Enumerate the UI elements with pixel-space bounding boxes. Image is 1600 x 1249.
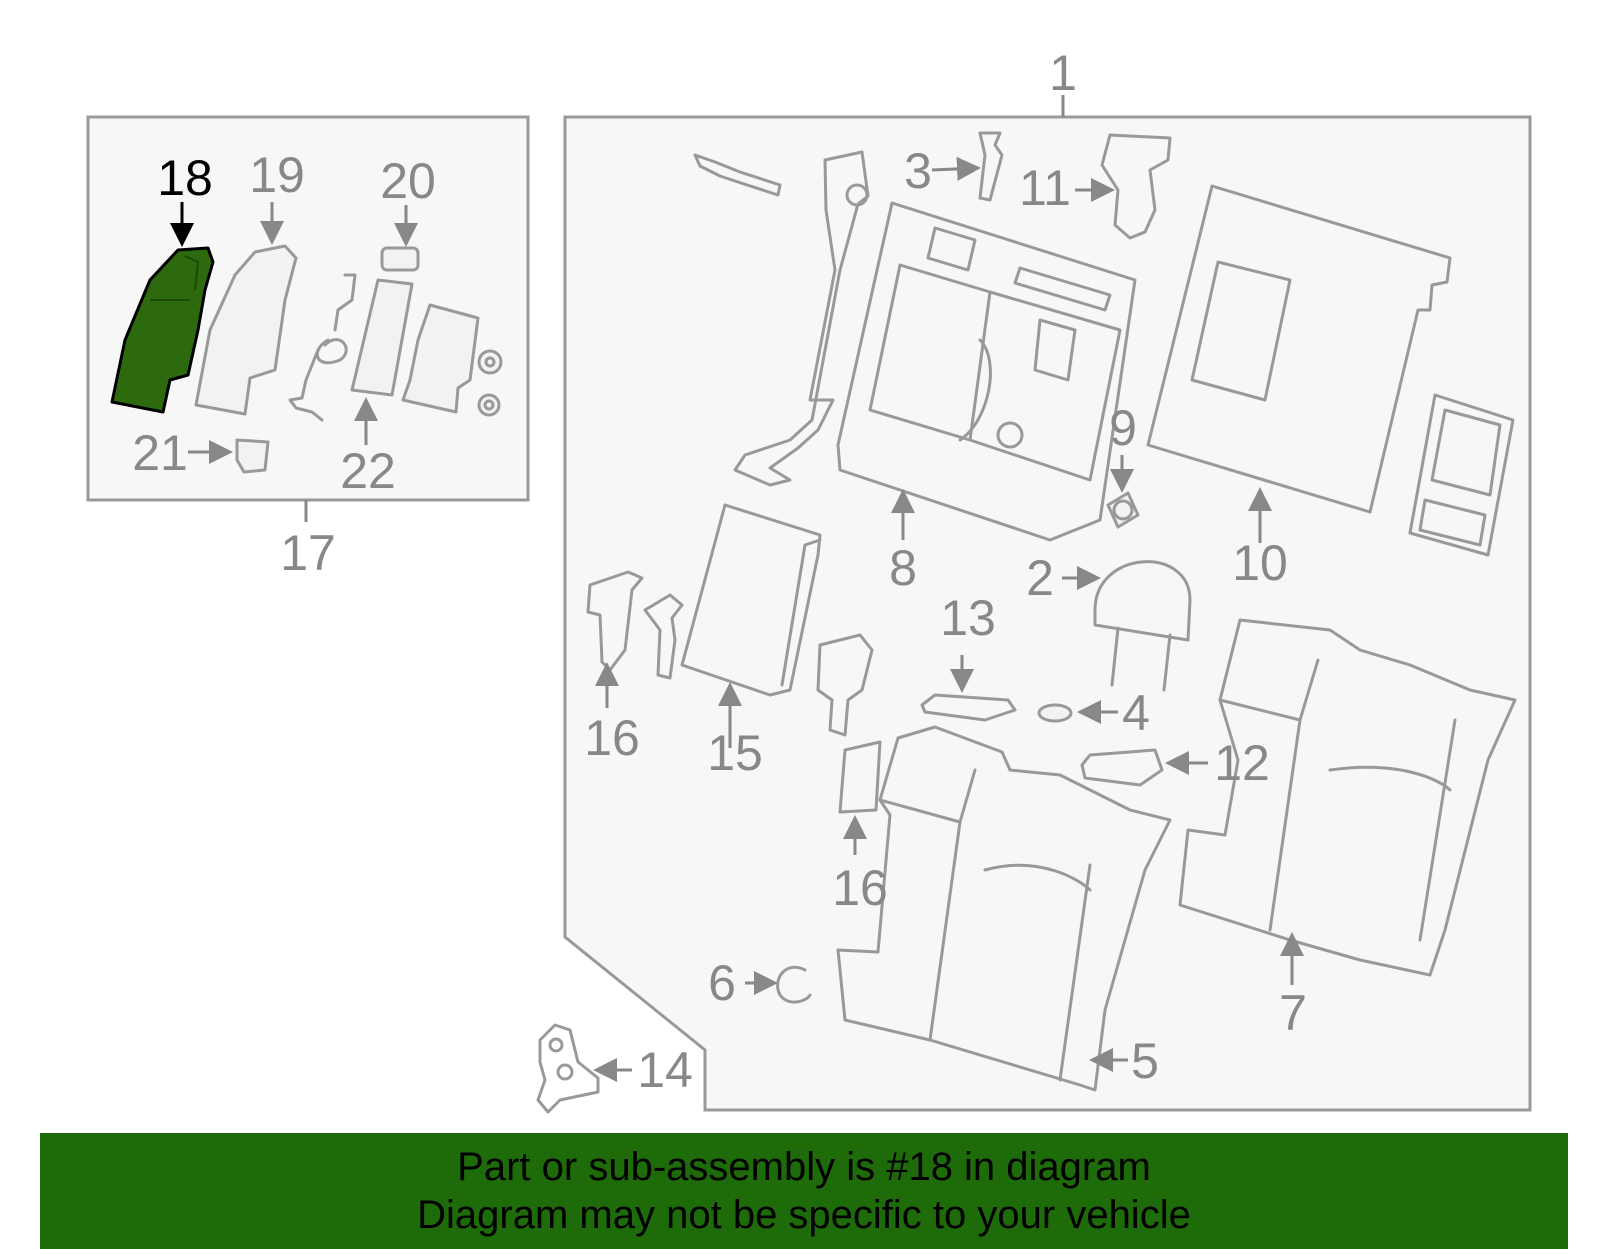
callout-2: 2 [1026, 550, 1054, 606]
banner-line-2: Diagram may not be specific to your vehi… [417, 1193, 1191, 1237]
callout-9: 9 [1109, 400, 1137, 456]
part-4-grommet[interactable] [1037, 703, 1073, 723]
part-22-module[interactable] [350, 278, 414, 397]
part-16-bracket-b[interactable] [643, 593, 684, 680]
part-14-hinge-bracket[interactable] [536, 1023, 600, 1114]
callout-14: 14 [637, 1042, 693, 1098]
callout-19: 19 [249, 147, 305, 203]
callout-1: 1 [1049, 45, 1077, 101]
part-trim-panel[interactable] [1408, 393, 1515, 557]
part-hinge-bracket[interactable] [816, 633, 874, 737]
part-16-bracket-a[interactable] [586, 570, 644, 672]
part-12-clip[interactable] [1080, 748, 1164, 787]
callout-3: 3 [904, 143, 932, 199]
part-18-bolster[interactable] [110, 246, 215, 414]
part-nut[interactable] [477, 349, 503, 375]
callout-17: 17 [280, 525, 336, 581]
callout-20: 20 [380, 153, 436, 209]
callout-8: 8 [889, 540, 917, 596]
part-bracket-plate[interactable] [401, 303, 480, 414]
part-16-bracket-c[interactable] [838, 740, 882, 814]
callout-5: 5 [1131, 1033, 1159, 1089]
callout-12: 12 [1214, 735, 1270, 791]
part-7-seatback-cover[interactable] [1178, 618, 1517, 977]
part-9-grommet[interactable] [1106, 491, 1140, 529]
part-10-back-panel[interactable] [1146, 184, 1452, 514]
part-21-connector[interactable] [235, 438, 270, 474]
callout-15: 15 [707, 725, 763, 781]
callout-10: 10 [1232, 535, 1288, 591]
callout-16a: 16 [584, 710, 640, 766]
info-banner: Part or sub-assembly is #18 in diagram D… [40, 1133, 1568, 1249]
callout-4: 4 [1122, 685, 1150, 741]
part-13-clip[interactable] [920, 693, 1017, 722]
callout-21: 21 [132, 425, 188, 481]
part-8-seatback-frame[interactable] [836, 201, 1137, 542]
callout-11: 11 [1019, 160, 1071, 216]
banner-line-1: Part or sub-assembly is #18 in diagram [457, 1145, 1151, 1189]
assembly-1-box [563, 115, 1532, 1112]
callout-16b: 16 [832, 860, 888, 916]
part-3-headrest-guide[interactable] [978, 131, 1004, 202]
callout-7: 7 [1279, 985, 1307, 1041]
part-20-clip[interactable] [380, 246, 420, 272]
part-wire-harness[interactable] [288, 273, 357, 422]
part-15-cushion[interactable] [680, 503, 822, 697]
callout-13: 13 [940, 590, 996, 646]
part-19-bolster-cover[interactable] [194, 244, 298, 416]
callout-22: 22 [340, 443, 396, 499]
part-2-headrest[interactable] [1093, 560, 1192, 642]
callout-6: 6 [708, 955, 736, 1011]
callout-18: 18 [157, 150, 213, 206]
part-strap[interactable] [693, 153, 782, 197]
part-6-clip[interactable] [776, 966, 812, 1004]
part-grommet[interactable] [477, 393, 501, 417]
